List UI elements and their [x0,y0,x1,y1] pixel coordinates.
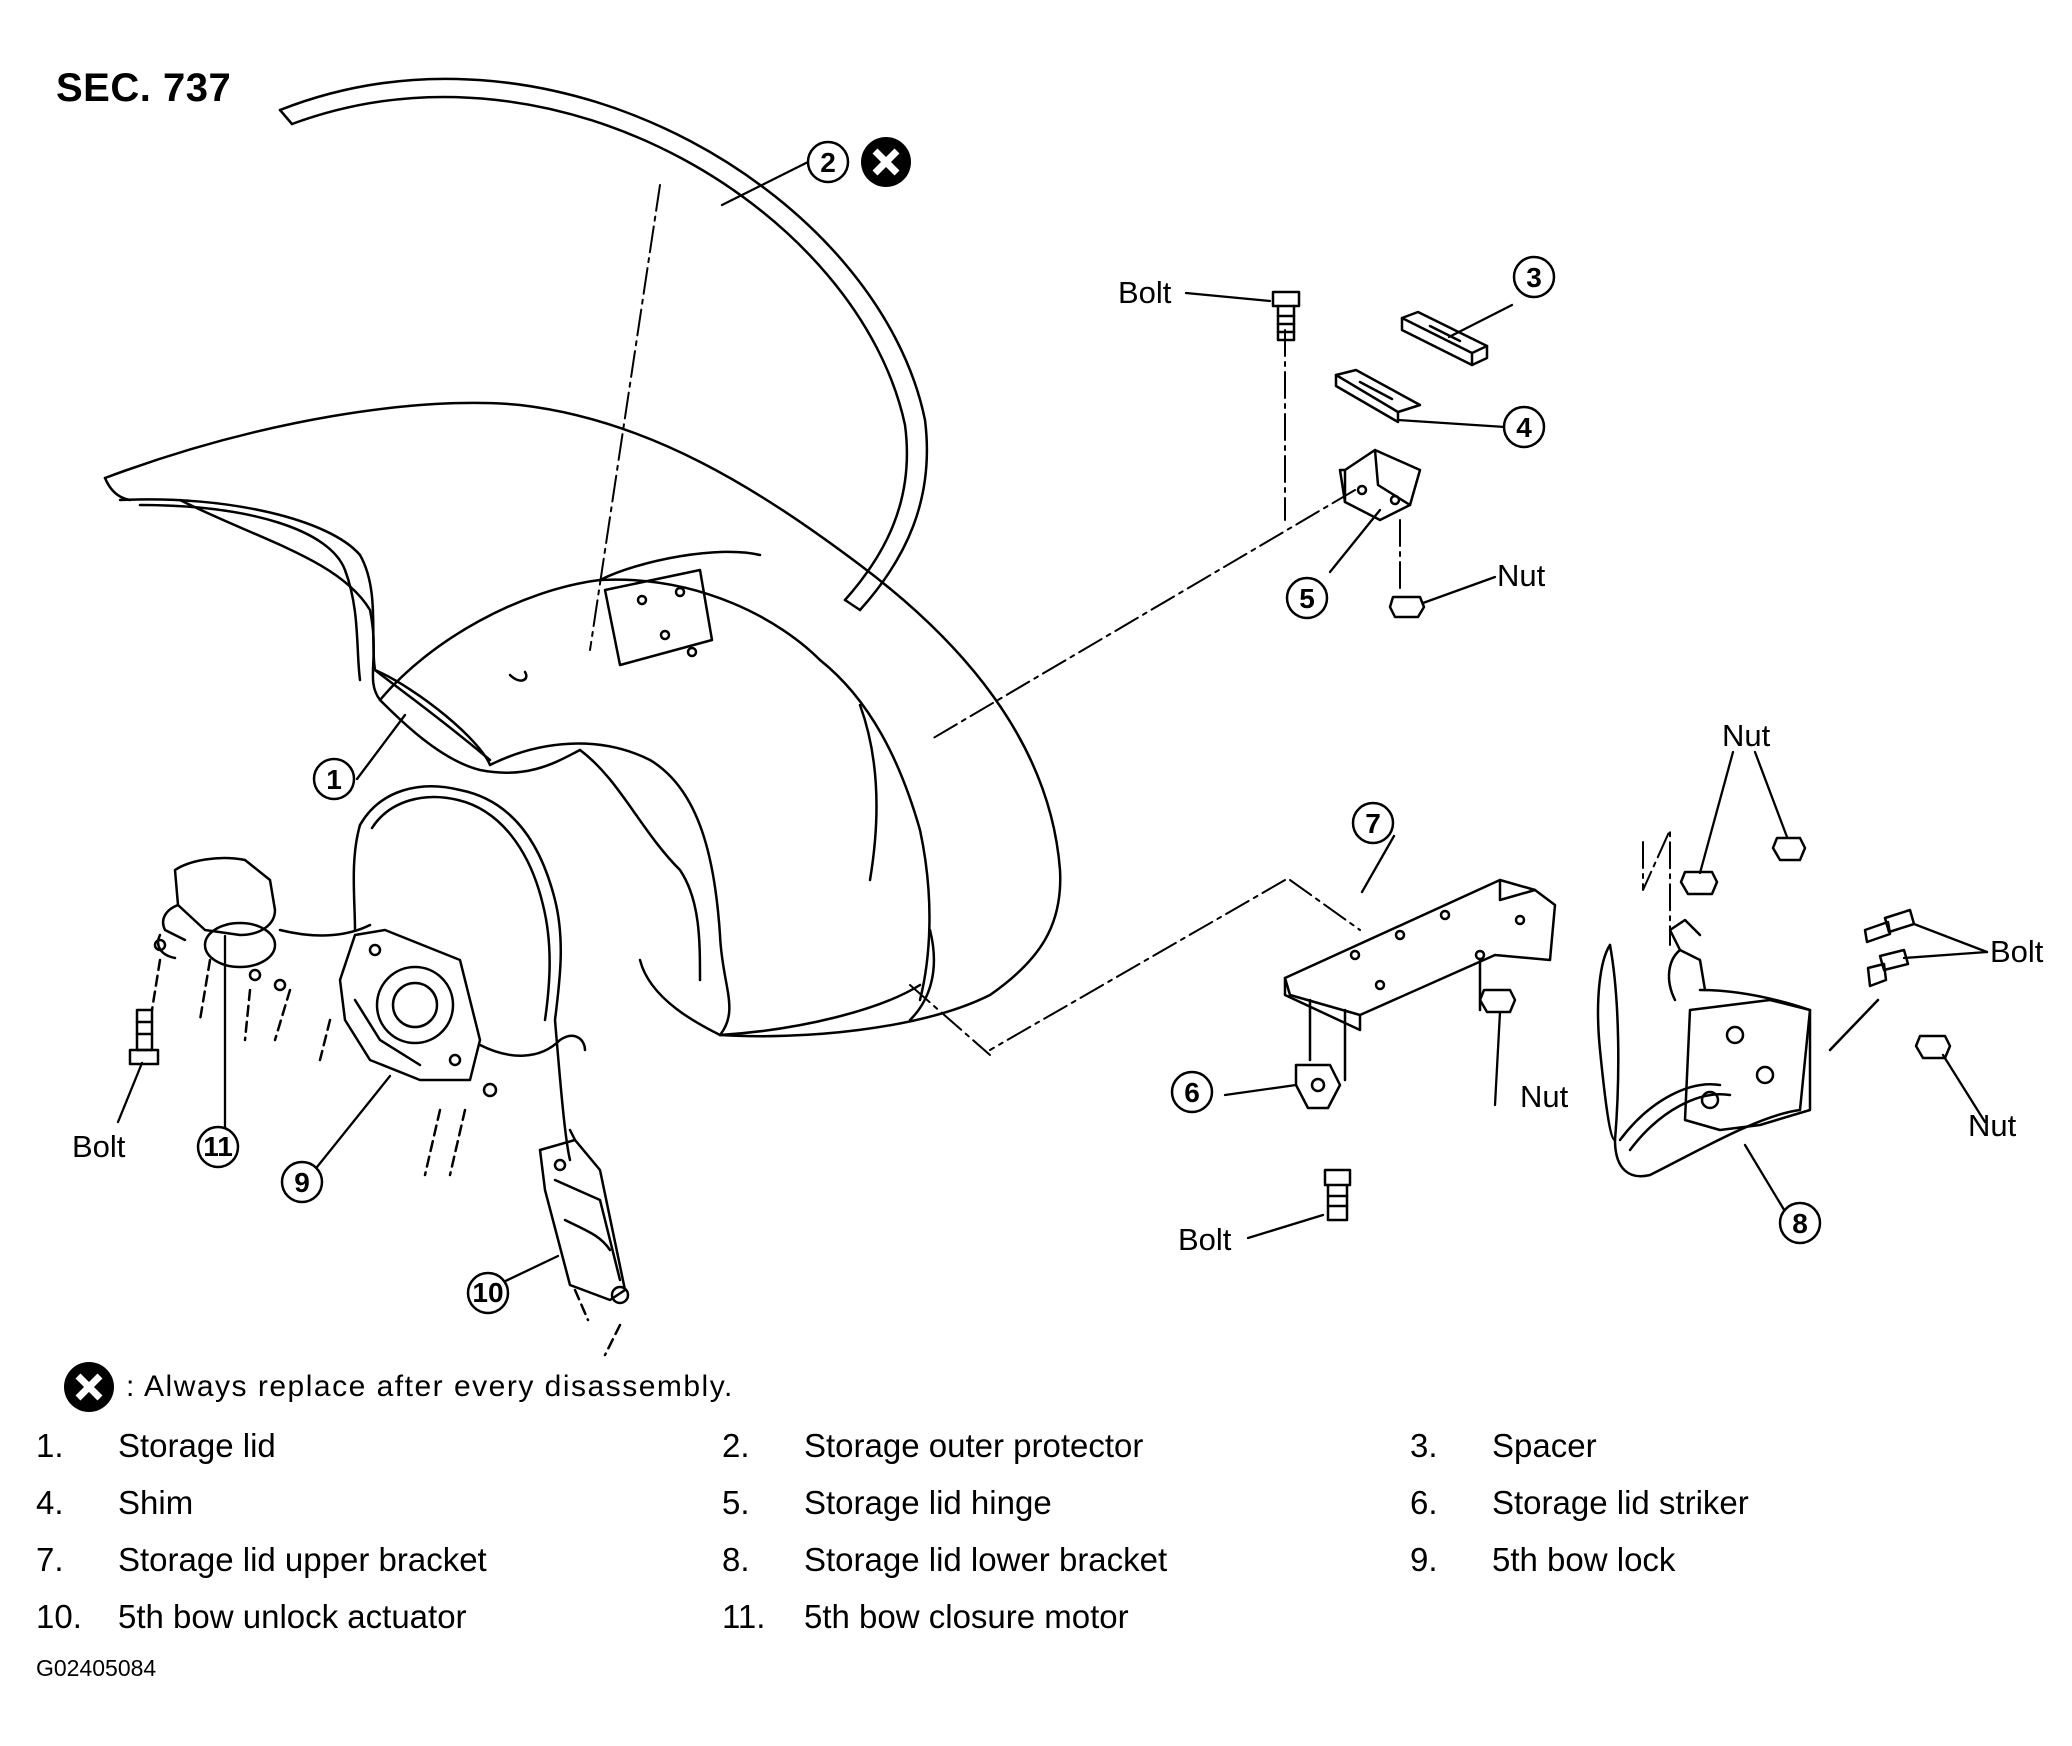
callout-4: 4 [1502,405,1546,449]
nut-label: Nut [1968,1108,2017,1143]
legend-item: 10.5th bow unlock actuator [36,1598,467,1635]
legend-item: 2.Storage outer protector [722,1427,1144,1464]
lower-bracket-part [1596,836,1952,1178]
legend-item: 11.5th bow closure motor [722,1598,1129,1635]
legend-item: 5.Storage lid hinge [722,1484,1052,1521]
replace-x-icon [64,1362,114,1412]
legend-item: 8.Storage lid lower bracket [722,1541,1168,1578]
callout-2: 2 [806,140,850,184]
legend-item: 9.5th bow lock [1410,1541,1676,1578]
svg-text:11: 11 [203,1131,233,1162]
callout-10: 10 [466,1271,510,1315]
bolt-label: Bolt [1990,934,2044,969]
legend-item: 1.Storage lid [36,1427,276,1464]
upper-bracket-part [1283,878,1557,1222]
storage-lid-part [103,401,1062,1038]
callout-8: 8 [1778,1201,1822,1245]
svg-text:4: 4 [1516,412,1532,443]
nut-label: Nut [1722,718,1771,753]
nut-label: Nut [1520,1079,1569,1114]
callout-3: 3 [1512,255,1556,299]
assembly-lines [589,184,1671,1056]
note-text: : Always replace after every disassembly… [126,1370,734,1403]
bow-lock-mechanism [128,785,630,1357]
legend-item: 4.Shim [36,1484,194,1521]
hinge-assembly [1271,290,1489,619]
bolt-label: Bolt [72,1129,126,1164]
leader-lines [116,160,1989,1288]
svg-text:2: 2 [820,147,836,178]
replace-x-icon [861,137,911,187]
svg-text:1: 1 [326,764,342,795]
replacement-note: : Always replace after every disassembly… [62,1360,734,1414]
svg-text:8: 8 [1792,1208,1808,1239]
callout-9: 9 [280,1160,324,1204]
svg-text:9: 9 [294,1167,310,1198]
callout-11: 11 [196,1125,240,1169]
svg-text:10: 10 [472,1277,503,1308]
callout-7: 7 [1351,801,1395,845]
svg-text:6: 6 [1184,1077,1200,1108]
callout-5: 5 [1285,576,1329,620]
bolt-label: Bolt [1118,275,1172,310]
svg-text:7: 7 [1365,808,1381,839]
section-title: SEC. 737 [56,66,232,110]
legend-item: 3.Spacer [1410,1427,1597,1464]
legend-item: 7.Storage lid upper bracket [36,1541,487,1578]
svg-text:3: 3 [1526,262,1542,293]
legend-item: 6.Storage lid striker [1410,1484,1749,1521]
svg-text:5: 5 [1299,583,1315,614]
bolt-label: Bolt [1178,1222,1232,1257]
figure-code: G02405084 [36,1655,157,1681]
nut-label: Nut [1497,558,1546,593]
outer-protector-part [278,77,929,612]
callout-1: 1 [312,757,356,801]
callout-6: 6 [1170,1070,1214,1114]
